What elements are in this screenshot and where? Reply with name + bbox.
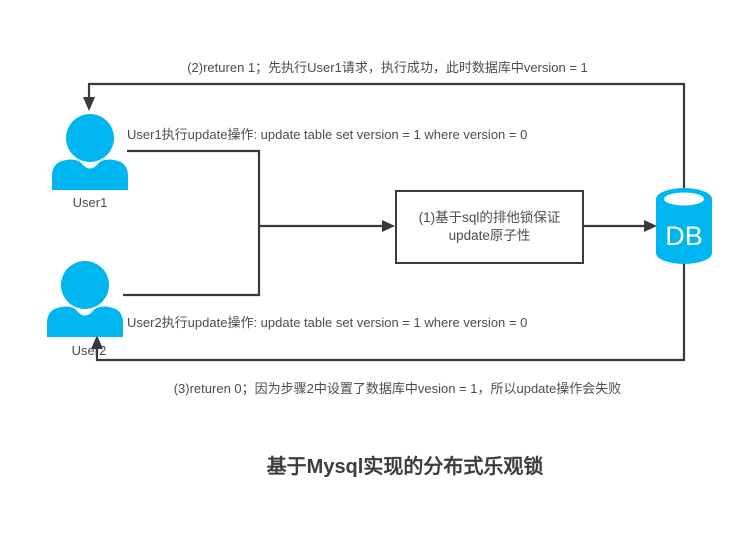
arrow-db-to-user2 — [91, 263, 686, 362]
user1-icon — [52, 114, 128, 190]
arrowhead-right-icon — [644, 220, 657, 232]
diagram-title: 基于Mysql实现的分布式乐观锁 — [266, 456, 544, 478]
database-icon: DB — [656, 188, 712, 264]
arrowhead-right-icon — [382, 220, 395, 232]
lock-box-text-line2: update原子性 — [448, 228, 531, 243]
connector-users-junction — [123, 149, 261, 297]
user2-label: User2 — [71, 343, 107, 358]
annotation-step2: (2)returen 1；先执行User1请求，执行成功，此时数据库中versi… — [187, 60, 588, 75]
annotation-step3: (3)returen 0；因为步骤2中设置了数据库中vesion = 1，所以u… — [173, 381, 622, 396]
user1-label: User1 — [72, 195, 108, 210]
arrow-junction-to-box — [259, 220, 395, 232]
lock-box: (1)基于sql的排他锁保证 update原子性 — [395, 190, 584, 264]
annotation-user1-action: User1执行update操作: update table set versio… — [127, 127, 528, 142]
lock-box-text-line1: (1)基于sql的排他锁保证 — [418, 210, 561, 225]
arrow-box-to-db — [584, 220, 657, 232]
annotation-user2-action: User2执行update操作: update table set versio… — [127, 315, 528, 330]
db-label: DB — [665, 221, 703, 251]
user2-icon — [47, 261, 123, 337]
arrowhead-down-icon — [83, 97, 95, 111]
